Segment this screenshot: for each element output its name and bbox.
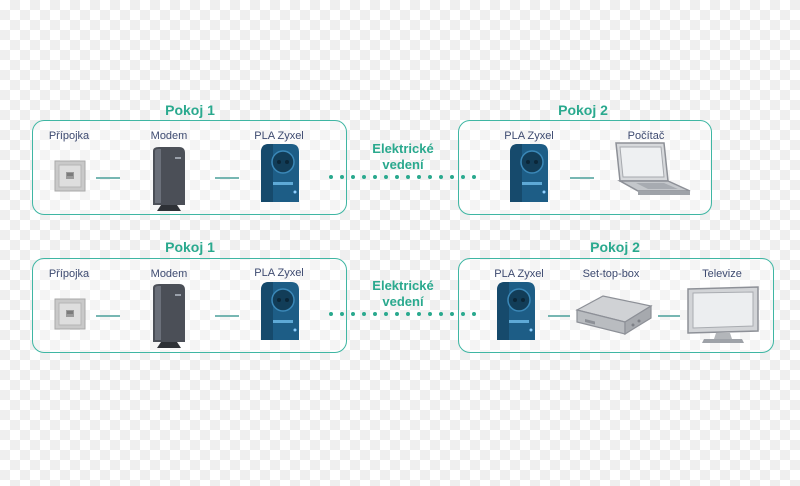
room-title-left-2: Pokoj 1 — [165, 239, 215, 255]
room-title-right-1: Pokoj 2 — [558, 102, 608, 118]
modem-icon — [153, 284, 185, 348]
device-label-adapter: PLA Zyxel — [254, 130, 304, 142]
room-title-right-2: Pokoj 2 — [590, 239, 640, 255]
power-line-dots — [329, 312, 479, 316]
wall-outlet-icon — [54, 298, 86, 330]
modem-icon — [153, 147, 185, 211]
television-icon — [687, 286, 759, 343]
device-label-modem: Modem — [150, 268, 188, 280]
set-top-box-icon — [575, 295, 653, 336]
power-line-label-line2: vedení — [382, 157, 424, 172]
device-label-television: Televize — [702, 268, 742, 280]
device-label-adapter: PLA Zyxel — [494, 268, 544, 280]
laptop-icon — [615, 142, 691, 195]
connection-line — [570, 177, 594, 179]
power-line-dots — [329, 175, 479, 179]
power-line-label-line1: Elektrické — [372, 141, 434, 156]
connection-line — [96, 315, 120, 317]
device-label-outlet: Přípojka — [48, 130, 90, 142]
connection-line — [658, 315, 680, 317]
power-line-label: Elektrické vedení — [372, 141, 433, 173]
powerline-adapter-icon — [497, 282, 535, 340]
powerline-adapter-icon — [261, 282, 299, 340]
connection-line — [548, 315, 570, 317]
device-label-computer: Počítač — [627, 130, 665, 142]
power-line-label: Elektrické vedení — [372, 278, 433, 310]
device-label-modem: Modem — [150, 130, 188, 142]
device-label-adapter: PLA Zyxel — [504, 130, 554, 142]
powerline-adapter-icon — [510, 144, 548, 202]
connection-line — [215, 315, 239, 317]
device-label-set-top-box: Set-top-box — [582, 268, 640, 280]
room-title-left-1: Pokoj 1 — [165, 102, 215, 118]
wall-outlet-icon — [54, 160, 86, 192]
powerline-adapter-icon — [261, 144, 299, 202]
connection-line — [96, 177, 120, 179]
room-box-right-1 — [458, 120, 712, 215]
power-line-label-line2: vedení — [382, 294, 424, 309]
connection-line — [215, 177, 239, 179]
power-line-label-line1: Elektrické — [372, 278, 434, 293]
device-label-outlet: Přípojka — [48, 268, 90, 280]
device-label-adapter: PLA Zyxel — [254, 267, 304, 279]
